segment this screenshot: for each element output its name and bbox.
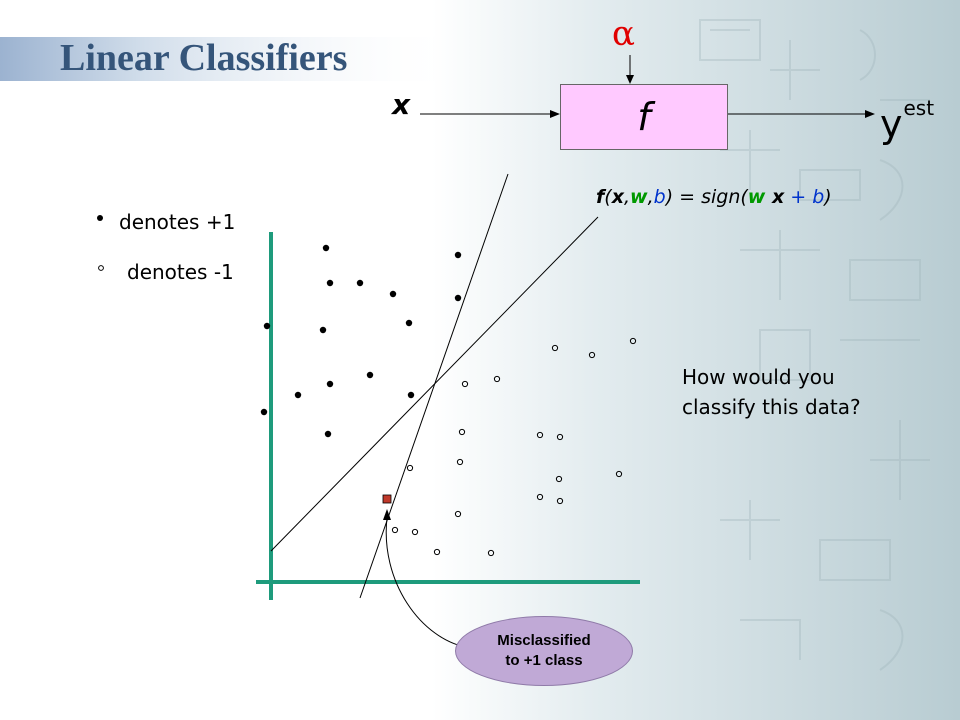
negative-point xyxy=(536,493,544,501)
question-line-1: How would you xyxy=(682,365,835,389)
negative-point xyxy=(461,380,469,388)
negative-point xyxy=(556,497,564,505)
function-label: f xyxy=(637,95,651,139)
formula-mid: ) = sign( xyxy=(665,186,748,208)
formula-plus: + xyxy=(784,186,813,208)
legend-label-negative: denotes -1 xyxy=(127,260,234,284)
alpha-arrowhead xyxy=(626,75,634,84)
negative-point xyxy=(615,470,623,478)
negative-point xyxy=(458,428,466,436)
misclassified-callout: Misclassified to +1 class xyxy=(455,616,633,686)
positive-point xyxy=(326,279,334,287)
slide-title: Linear Classifiers xyxy=(60,37,348,79)
formula-w2: w xyxy=(747,186,766,208)
formula-comma1: , xyxy=(623,186,631,208)
negative-point xyxy=(556,433,564,441)
formula-x2: x xyxy=(765,186,785,208)
input-arrowhead xyxy=(550,110,560,118)
question-text: How would you classify this data? xyxy=(682,362,861,422)
negative-point xyxy=(411,528,419,536)
positive-point xyxy=(405,319,413,327)
negative-point xyxy=(588,351,596,359)
formula-comma2: , xyxy=(647,186,654,208)
positive-point xyxy=(319,326,327,334)
negative-point xyxy=(433,548,441,556)
legend-marker-positive xyxy=(97,215,103,221)
positive-point xyxy=(324,430,332,438)
positive-point xyxy=(366,371,374,379)
output-superscript: est xyxy=(903,96,935,120)
misclassified-point xyxy=(382,494,392,504)
positive-point xyxy=(322,244,330,252)
function-box: f xyxy=(560,84,728,150)
legend-marker-negative xyxy=(98,265,104,271)
negative-point xyxy=(629,337,637,345)
negative-point xyxy=(551,344,559,352)
output-base: y xyxy=(880,102,903,146)
negative-point xyxy=(487,549,495,557)
positive-point xyxy=(260,408,268,416)
output-arrowhead xyxy=(865,110,875,118)
legend-label-positive: denotes +1 xyxy=(119,210,236,234)
callout-line-1: Misclassified xyxy=(497,632,591,649)
positive-point xyxy=(263,322,271,330)
positive-point xyxy=(407,391,415,399)
positive-point xyxy=(454,294,462,302)
negative-point xyxy=(391,526,399,534)
question-line-2: classify this data? xyxy=(682,395,861,419)
negative-points xyxy=(391,337,637,557)
callout-line-2: to +1 class xyxy=(505,652,583,669)
formula-w: w xyxy=(630,186,648,208)
alpha-parameter: α xyxy=(612,14,635,54)
positive-point xyxy=(389,290,397,298)
output-y-label: yest xyxy=(880,96,934,146)
formula-open: ( xyxy=(604,186,612,208)
negative-point xyxy=(406,464,414,472)
formula-b: b xyxy=(653,186,666,208)
positive-point xyxy=(454,251,462,259)
negative-point xyxy=(555,475,563,483)
callout-arrow xyxy=(385,517,471,649)
negative-point xyxy=(456,458,464,466)
negative-point xyxy=(454,510,462,518)
negative-point xyxy=(536,431,544,439)
formula-close: ) xyxy=(824,186,832,208)
positive-point xyxy=(294,391,302,399)
positive-point xyxy=(356,279,364,287)
input-x-label: x xyxy=(392,88,411,121)
callout-arrowhead xyxy=(383,509,391,520)
positive-point xyxy=(326,380,334,388)
formula-b2: b xyxy=(812,186,825,208)
formula-f: f xyxy=(596,186,605,208)
decision-line-steep xyxy=(359,173,509,599)
classifier-formula: f(x,w,b) = sign(w x + b) xyxy=(596,186,832,208)
negative-point xyxy=(493,375,501,383)
positive-points xyxy=(260,244,462,438)
formula-x: x xyxy=(611,186,624,208)
